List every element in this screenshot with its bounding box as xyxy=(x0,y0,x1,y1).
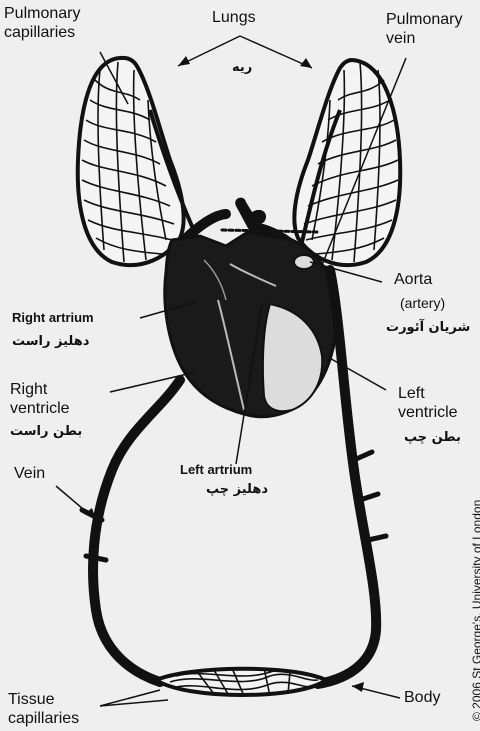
body-label: Body xyxy=(404,688,440,707)
right-atrium-label-fa: دهلیز راست xyxy=(12,334,89,349)
aorta-label-fa: شریان آئورت xyxy=(386,320,470,335)
aorta-label: Aorta xyxy=(394,270,432,289)
pulmonary-vein-label: Pulmonary vein xyxy=(386,10,462,48)
lungs-label: Lungs xyxy=(212,8,256,27)
right-ventricle-label: Right ventricle xyxy=(10,380,70,418)
left-atrium-label-fa: دهلیز چپ xyxy=(206,482,268,497)
right-atrium-label: Right artrium xyxy=(12,308,94,327)
left-lung xyxy=(78,58,198,265)
left-atrium-label: Left artrium xyxy=(180,460,252,479)
aorta-note-label: (artery) xyxy=(400,294,445,313)
right-lung xyxy=(294,60,400,265)
vein-label: Vein xyxy=(14,464,45,483)
left-ventricle-label-fa: بطن چپ xyxy=(404,430,461,445)
left-ventricle-label: Left ventricle xyxy=(398,384,458,422)
copyright-text: © 2006 St George's, University of London xyxy=(470,500,480,721)
lungs-label-fa: ریه xyxy=(232,60,252,75)
pulmonary-capillaries-label: Pulmonary capillaries xyxy=(4,4,80,42)
right-ventricle-label-fa: بطن راست xyxy=(10,424,82,439)
tissue-capillaries-label: Tissue capillaries xyxy=(8,690,79,728)
tissue-capillary-bed xyxy=(156,668,326,696)
